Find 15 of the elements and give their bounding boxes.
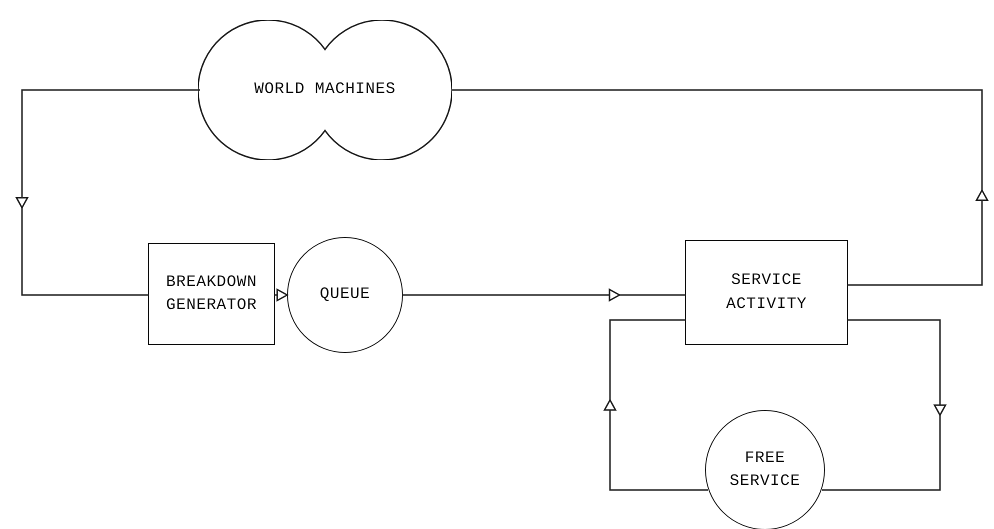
node-label: SERVICE ACTIVITY: [725, 270, 808, 314]
arrow: [275, 288, 289, 302]
arrow: [822, 319, 947, 491]
process-box: [685, 240, 848, 345]
node-label: WORLD MACHINES: [254, 79, 396, 100]
arrow: [403, 288, 685, 302]
arrow: [603, 319, 708, 491]
node-label: FREE SERVICE: [728, 448, 802, 492]
arrow: [452, 89, 989, 286]
process-circle: [287, 237, 403, 353]
process-box: [148, 243, 275, 345]
node-label: BREAKDOWN GENERATOR: [165, 272, 258, 316]
arrow: [15, 89, 200, 296]
node-label: QUEUE: [320, 284, 370, 306]
process-circle: [705, 410, 825, 529]
